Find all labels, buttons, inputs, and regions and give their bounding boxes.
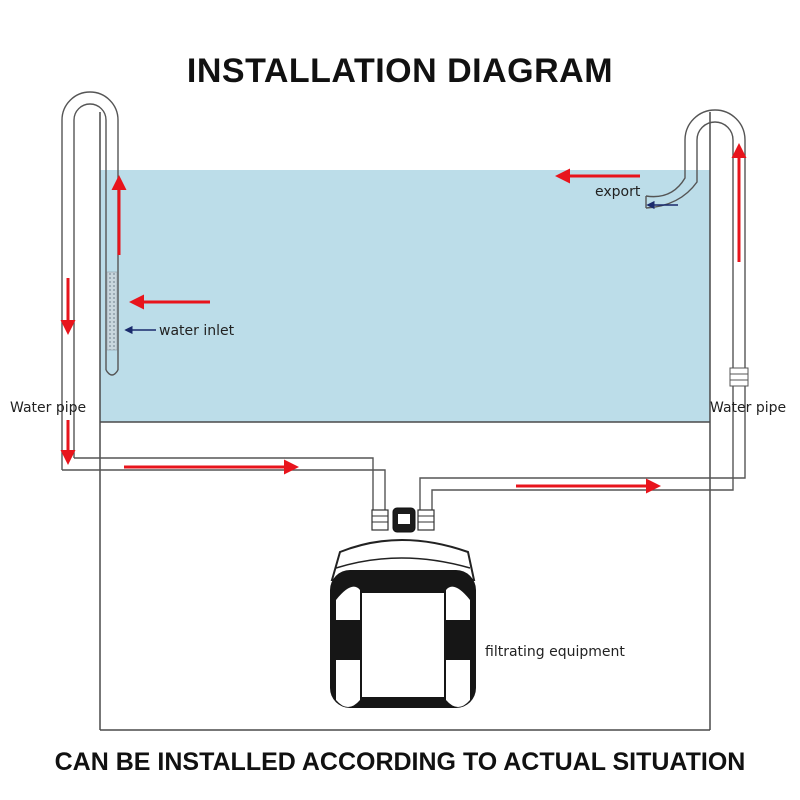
- flow-arrows: [60, 143, 747, 494]
- outlet-pipe: [419, 109, 746, 512]
- pipe-connector: [729, 367, 749, 387]
- filter-valve-left: [371, 509, 389, 531]
- label-water-inlet: water inlet: [159, 323, 235, 339]
- filter-valve-right: [417, 509, 435, 531]
- tank-water: [100, 170, 710, 422]
- footer-note: CAN BE INSTALLED ACCORDING TO ACTUAL SIT…: [54, 748, 746, 776]
- diagram-title: INSTALLATION DIAGRAM: [186, 52, 614, 90]
- inlet-strainer: [106, 271, 118, 351]
- cabinet-outline: [99, 112, 711, 731]
- inlet-pipe: [61, 91, 386, 512]
- label-export: export: [595, 184, 641, 200]
- label-water-pipe-left: Water pipe: [10, 400, 86, 416]
- filter-unit: [330, 507, 476, 708]
- pointer-arrows: [124, 200, 678, 335]
- label-filter: filtrating equipment: [485, 644, 625, 660]
- label-water-pipe-right: Water pipe: [710, 400, 786, 416]
